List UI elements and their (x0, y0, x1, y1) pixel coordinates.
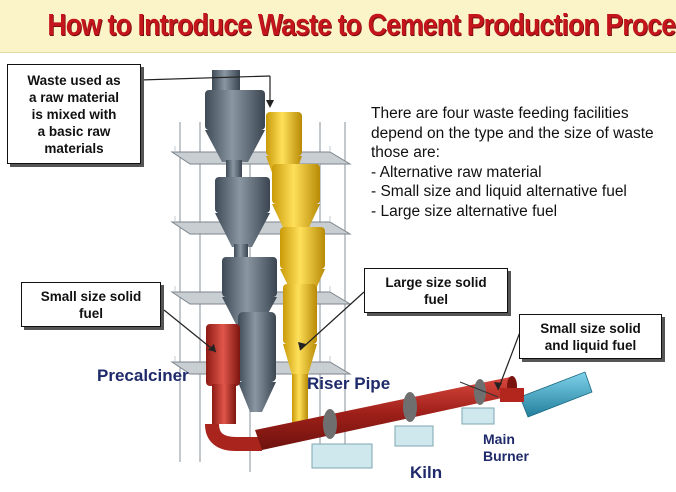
title-bar (0, 0, 676, 53)
burner-pipe (459, 381, 499, 398)
callout-line: fuel (423, 291, 448, 307)
clinker-cooler (500, 371, 593, 418)
callout-small-solid-liquid-fuel: Small size solid and liquid fuel (519, 314, 662, 359)
gray-cyclone-string (205, 70, 277, 412)
list-item: - Large size alternative fuel (371, 202, 558, 220)
yellow-cyclone-string (266, 112, 325, 432)
callout-line: a raw material (28, 89, 120, 105)
kiln-supports (311, 407, 495, 469)
callout-raw-material: Waste used as a raw material is mixed wi… (7, 64, 141, 164)
main-burner-line: Main (483, 431, 515, 447)
main-burner-line: Burner (483, 448, 529, 464)
callout-large-solid-fuel: Large size solid fuel (364, 268, 508, 313)
facility-list: - Alternative raw material - Small size … (371, 163, 671, 222)
callout-line: materials (44, 140, 104, 156)
callout-line: fuel (78, 305, 103, 321)
page-title: How to Introduce Waste to Cement Product… (47, 7, 676, 42)
rotary-kiln (255, 376, 517, 450)
callout-line: a basic raw (37, 123, 111, 139)
callout-line: Small size solid (40, 288, 142, 304)
list-item: - Alternative raw material (371, 163, 542, 181)
waste-feeding-description: There are four waste feeding facilities … (371, 104, 671, 221)
callout-line: Waste used as (27, 72, 121, 88)
list-item: - Small size and liquid alternative fuel (371, 183, 627, 200)
precalciner-vessel (205, 324, 262, 451)
description-intro: There are four waste feeding facilities … (371, 105, 654, 161)
cement-plant-illustration (139, 70, 593, 472)
callout-line: Large size solid (385, 274, 487, 290)
callout-line: and liquid fuel (544, 337, 637, 353)
label-main-burner: Main Burner (483, 431, 529, 465)
callout-line: is mixed with (31, 106, 117, 122)
label-riser-pipe: Riser Pipe (307, 374, 391, 393)
label-precalciner: Precalciner (97, 366, 189, 385)
callout-pointers (139, 75, 521, 391)
callout-line: Small size solid (540, 320, 641, 336)
label-kiln: Kiln (410, 463, 443, 482)
callout-small-solid-fuel: Small size solid fuel (21, 282, 161, 327)
